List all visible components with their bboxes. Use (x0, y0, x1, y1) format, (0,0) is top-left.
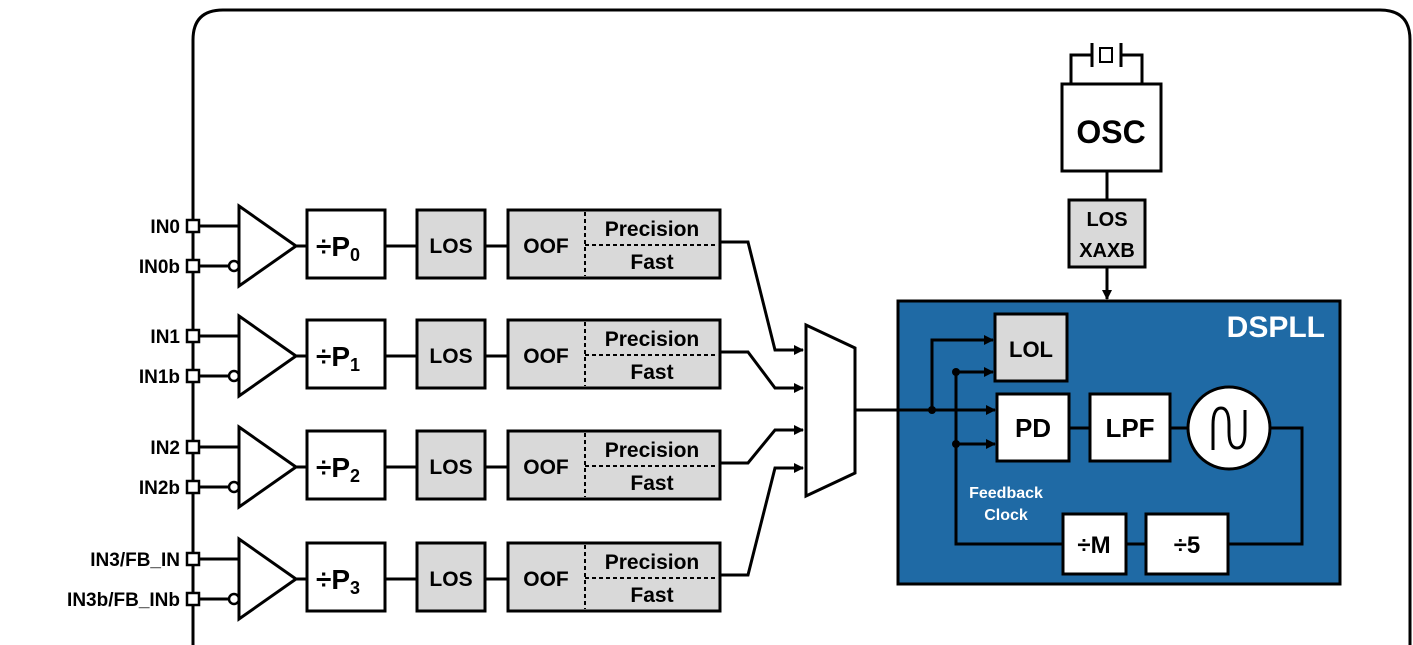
input-pin-label: IN2b (139, 478, 180, 499)
los-label: LOS (429, 235, 472, 258)
chip-boundary (191, 8, 1412, 645)
input-mux (804, 322, 857, 499)
div5-label: ÷5 (1174, 532, 1201, 559)
los-block (415, 318, 487, 390)
oof-label: OOF (523, 456, 569, 479)
osc-label: OSC (1076, 114, 1145, 150)
lol-block (993, 312, 1069, 383)
los-label: LOS (429, 568, 472, 591)
feedback-clock-label-1: Feedback (969, 485, 1043, 502)
oof-fast-label: Fast (630, 251, 673, 274)
oof-precision-label: Precision (605, 328, 700, 351)
input-pin (185, 368, 201, 384)
input-channel: IN3/FB_IN IN3b/FB_INb ÷P3 LOS OOF PrecisionFa… (67, 536, 722, 622)
oof-label: OOF (523, 235, 569, 258)
divider-block (305, 429, 387, 501)
los-block (415, 208, 487, 280)
input-pin-label: IN1b (139, 367, 180, 388)
oof-fast-label: Fast (630, 361, 673, 384)
los-label: LOS (429, 345, 472, 368)
los-xaxb-label-1: LOS (1086, 209, 1127, 231)
divider-label: ÷P0 (316, 231, 360, 265)
input-buffer (237, 536, 299, 622)
divider-block (305, 318, 387, 390)
oof-label: OOF (523, 345, 569, 368)
pd-block (995, 392, 1071, 463)
dspll-input-wiring (855, 335, 1063, 546)
input-pin (185, 591, 201, 607)
pd-label: PD (1015, 413, 1051, 443)
oof-fast-label: Fast (630, 584, 673, 607)
los-xaxb-label-2: XAXB (1079, 240, 1135, 262)
oof-fast-label: Fast (630, 472, 673, 495)
divm-label: ÷M (1077, 532, 1110, 559)
crystal-icon (1069, 43, 1144, 84)
input-pin-label: IN2 (150, 438, 180, 459)
input-pin-label: IN3b/FB_INb (67, 590, 180, 611)
input-pin (185, 551, 201, 567)
divider-label: ÷P2 (316, 452, 360, 486)
divider-block (305, 541, 387, 613)
oof-label: OOF (523, 568, 569, 591)
input-buffer (237, 313, 299, 399)
lol-label: LOL (1009, 337, 1053, 362)
input-pin-label: IN0b (139, 257, 180, 278)
div5-block (1144, 512, 1230, 576)
input-buffer (237, 203, 299, 289)
los-block (415, 541, 487, 613)
input-pin-label: IN0 (150, 217, 180, 238)
oof-precision-label: Precision (605, 439, 700, 462)
input-pin (185, 258, 201, 274)
input-pin (185, 479, 201, 495)
oof-precision-label: Precision (605, 218, 700, 241)
input-buffer (237, 424, 299, 510)
divm-block (1061, 512, 1128, 576)
input-pin-label: IN1 (150, 327, 180, 348)
divider-label: ÷P1 (316, 341, 360, 375)
feedback-clock-label-2: Clock (984, 507, 1028, 524)
osc-block (1060, 82, 1163, 173)
input-pin-label: IN3/FB_IN (90, 550, 180, 571)
oof-precision-label: Precision (605, 551, 700, 574)
dspll-title: DSPLL (1227, 311, 1325, 344)
input-pin (185, 328, 201, 344)
los-xaxb-block (1067, 198, 1147, 269)
mux-wiring (720, 240, 804, 577)
input-pin (185, 439, 201, 455)
input-pin (185, 218, 201, 234)
divider-block (305, 208, 387, 280)
los-label: LOS (429, 456, 472, 479)
sine-icon (1211, 406, 1247, 450)
divider-label: ÷P3 (316, 564, 360, 598)
lpf-label: LPF (1105, 413, 1154, 443)
los-block (415, 429, 487, 501)
